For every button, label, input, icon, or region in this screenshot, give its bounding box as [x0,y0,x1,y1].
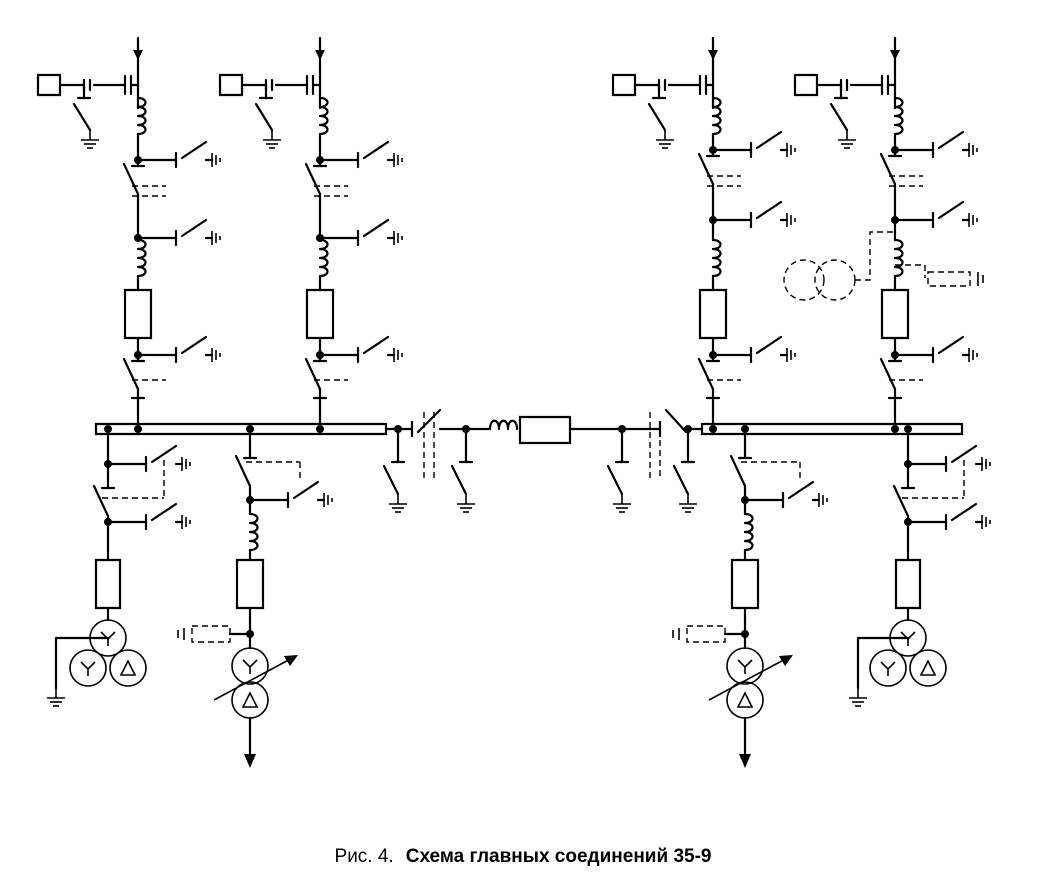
line-bay-4 [795,38,977,425]
transformer-bay-3 [673,434,827,768]
transformer-bay-4 [848,434,990,707]
transformer-bay-1 [46,434,190,707]
transformer-bay-2 [178,434,332,768]
busbar-section-1 [96,424,386,434]
busbar-section-2 [702,424,962,434]
line-bay-3 [613,38,795,425]
bus-coupler [384,410,702,513]
figure-title: Схема главных соединений 35-9 [405,846,712,867]
figure-number: Рис. 4. [334,846,394,867]
figure-caption: Рис. 4. Схема главных соединений 35-9 [0,846,1046,868]
voltage-transformer-dashed [784,232,983,300]
line-bay-1 [38,38,220,425]
line-bay-2 [220,38,402,425]
